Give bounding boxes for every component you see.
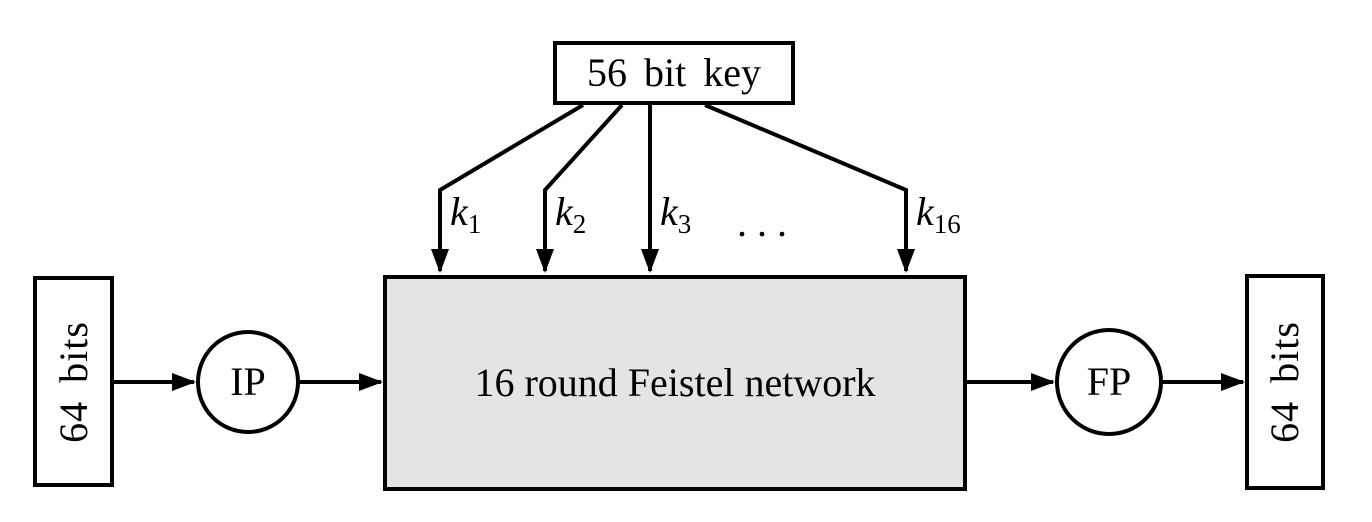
subkey-label-k1: k1 [450,189,482,239]
fp-node-label: FP [1086,359,1132,404]
arrow-subkey-k16 [704,103,915,273]
subkey-label-k2: k2 [555,189,587,239]
key-box-shape [553,41,795,105]
subkey-label-k3: k3 [660,189,692,239]
arrow-subkey-k2 [536,103,624,273]
feistel-box-label: 16 round Feistel network [474,360,876,405]
output-box-shape [1245,274,1325,490]
input-box-shape [33,276,114,487]
output-box-label: 64 bits [1262,321,1308,443]
ip-circle-shape [196,330,300,434]
subkey-label-k16: k16 [916,189,961,239]
input-box-label: 64 bits [50,320,96,443]
subkey-ellipsis: ... [737,200,797,245]
feistel-box-shape [383,275,967,491]
arrow-subkey-k1 [431,103,585,273]
key-box-label: 56 bit key [587,50,761,95]
ip-node-label: IP [230,359,266,404]
